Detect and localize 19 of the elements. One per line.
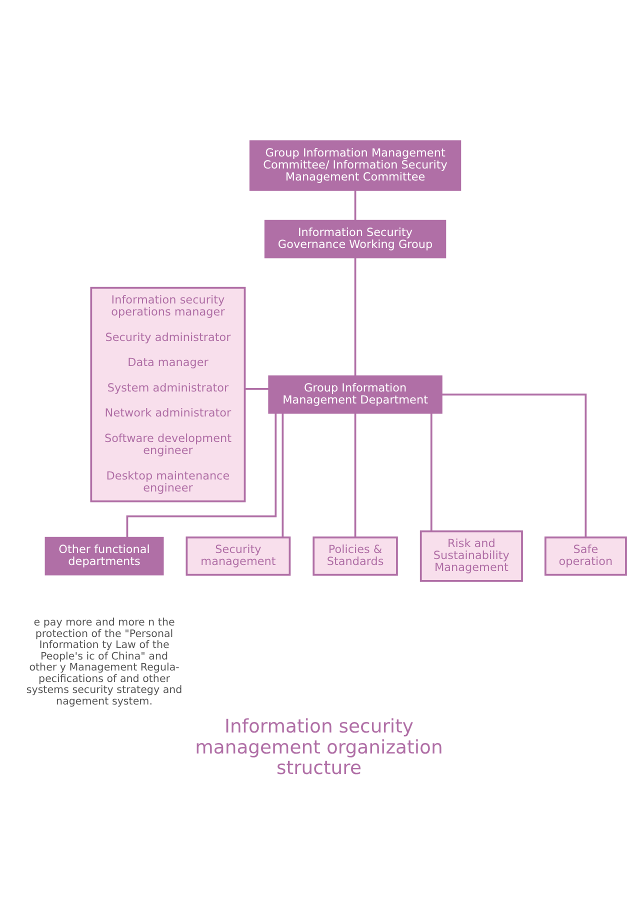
connector — [282, 413, 284, 538]
node-box: Security management — [186, 536, 291, 576]
connector — [430, 413, 432, 532]
node-box: Safe operation — [544, 536, 627, 576]
connector — [354, 190, 356, 220]
node-box: Group Information Management Committee/ Information Security Management Committee — [249, 140, 462, 191]
node-box: Group Information Management Department — [268, 375, 442, 414]
caption: Information security management organization structure — [195, 716, 443, 779]
node-box: Other functional departments — [44, 536, 164, 576]
label: e pay more and more n the protection of the "Personal Information ty Law of the People's ic of China" and other y Management Regula- pecifications of and other systems security strategy and nagement system. — [26, 616, 182, 708]
node-box: Information Security Governance Working Group — [264, 220, 446, 258]
node-box: Risk and Sustainability Management — [420, 530, 523, 582]
connector — [442, 394, 587, 538]
node-box: Information security operations manager Security administrator Data manager System administrator Network administrator Software development engineer Desktop maintenance engineer — [90, 286, 246, 502]
node-box: Policies & Standards — [312, 536, 398, 576]
connector — [126, 413, 277, 538]
connector — [354, 258, 356, 376]
connector — [354, 413, 356, 538]
connector — [244, 388, 269, 390]
